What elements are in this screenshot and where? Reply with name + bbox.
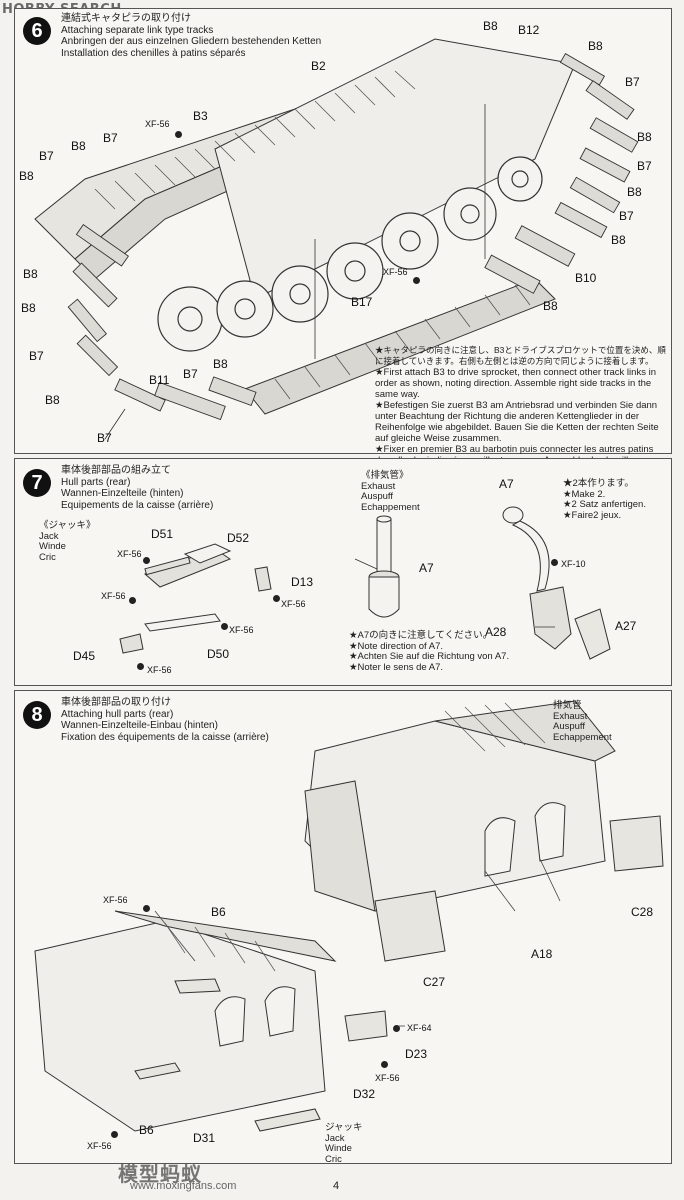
paint-dot: [143, 557, 150, 564]
step-6-panel: 6 連結式キャタピラの取り付け Attaching separate link …: [14, 8, 672, 477]
paint-label: XF-56: [117, 549, 142, 559]
paint-dot: [273, 595, 280, 602]
paint-dot: [381, 1061, 388, 1068]
step-6-number: 6: [23, 17, 51, 45]
paint-dot: [551, 559, 558, 566]
part-label: B8: [588, 39, 603, 53]
part-d32: D32: [353, 1087, 376, 1101]
part-label: B7: [637, 159, 652, 173]
part-b6-top: B6: [211, 905, 226, 919]
part-label: B8: [543, 299, 558, 313]
part-d45: D45: [73, 649, 96, 663]
paint-dot: [137, 663, 144, 670]
part-label: B7: [97, 431, 112, 445]
part-label: B7: [183, 367, 198, 381]
part-label: B3: [193, 109, 208, 123]
part-d50: D50: [207, 647, 230, 661]
part-label: B8: [637, 130, 652, 144]
jack-caption: 《ジャッキ》 Jack Winde Cric: [39, 520, 96, 563]
paint-dot: [413, 277, 420, 284]
part-label: B11: [149, 373, 170, 387]
paint-label: XF-56: [281, 599, 306, 609]
part-c28: C28: [631, 905, 654, 919]
part-label: B8: [627, 185, 642, 199]
part-label: B12: [518, 23, 540, 37]
part-label: B8: [483, 19, 498, 33]
step-8-panel: 8 車体後部部品の取り付け Attaching hull parts (rear…: [14, 690, 672, 1164]
part-a18: A18: [531, 947, 553, 961]
paint-dot: [143, 905, 150, 912]
step-8-title: 車体後部部品の取り付け Attaching hull parts (rear) …: [61, 697, 269, 743]
page-number: 4: [333, 1180, 340, 1192]
track-assembly-illustration: [34, 38, 639, 440]
step-7-number: 7: [23, 469, 51, 497]
part-label: B17: [351, 295, 373, 309]
part-d13: D13: [291, 575, 314, 589]
hull-rear-attach-illustration: [34, 700, 664, 1132]
part-label: B7: [625, 75, 640, 89]
part-label: B8: [213, 357, 228, 371]
paint-label: XF-56: [101, 591, 126, 601]
step-8-number: 8: [23, 701, 51, 729]
part-label: B8: [23, 267, 38, 281]
paint-dot: [393, 1025, 400, 1032]
part-b6-bottom: B6: [139, 1123, 154, 1137]
paint-dot: [111, 1131, 118, 1138]
paint-label: XF-64: [407, 1023, 432, 1033]
part-label: B7: [103, 131, 118, 145]
part-a27: A27: [615, 619, 637, 633]
part-d31: D31: [193, 1131, 216, 1145]
paint-label: XF-56: [147, 665, 172, 675]
make-two-note: ★2本作ります。 ★Make 2. ★2 Satz anfertigen. ★F…: [563, 478, 646, 521]
paint-label: XF-56: [103, 895, 128, 905]
paint-dot: [175, 131, 182, 138]
paint-label: XF-10: [561, 559, 586, 569]
paint-label: XF-56: [383, 267, 408, 277]
part-label: B7: [39, 149, 54, 163]
paint-label: XF-56: [375, 1073, 400, 1083]
part-label: B7: [29, 349, 44, 363]
part-label: B7: [619, 209, 634, 223]
moxingfans-url: www.moxingfans.com: [130, 1180, 237, 1192]
part-a7: A7: [419, 561, 434, 575]
step-7-panel: 7 車体後部部品の組み立て Hull parts (rear) Wannen-E…: [14, 458, 672, 686]
part-a28: A28: [485, 625, 507, 639]
exhaust-caption: 《排気管》 Exhaust Auspuff Echappement: [361, 470, 420, 513]
part-label: B8: [45, 393, 60, 407]
step-7-title: 車体後部部品の組み立て Hull parts (rear) Wannen-Ein…: [61, 465, 214, 511]
paint-dot: [129, 597, 136, 604]
moxingfans-watermark: 模型蚂蚁: [118, 1162, 202, 1186]
part-d52: D52: [227, 531, 250, 545]
part-label: B10: [575, 271, 597, 285]
a7-direction-note: ★A7の向きに注意してください。 ★Note direction of A7. …: [349, 630, 510, 673]
part-label: B2: [311, 59, 326, 73]
part-label: B8: [611, 233, 626, 247]
exhaust-caption: 排気管 Exhaust Auspuff Echappement: [553, 700, 612, 743]
paint-dot: [221, 623, 228, 630]
part-label: B8: [19, 169, 34, 183]
hull-rear-parts-illustration: [119, 506, 611, 660]
paint-label: XF-56: [87, 1141, 112, 1151]
part-label: B8: [21, 301, 36, 315]
part-c27: C27: [423, 975, 446, 989]
part-d51: D51: [151, 527, 174, 541]
step-6-title: 連結式キャタピラの取り付け Attaching separate link ty…: [61, 13, 322, 59]
paint-label: XF-56: [229, 625, 254, 635]
part-label: B8: [71, 139, 86, 153]
paint-label: XF-56: [145, 119, 170, 129]
jack-caption: ジャッキ Jack Winde Cric: [325, 1122, 363, 1165]
part-a7-ring: A7: [499, 477, 514, 491]
part-d23: D23: [405, 1047, 428, 1061]
